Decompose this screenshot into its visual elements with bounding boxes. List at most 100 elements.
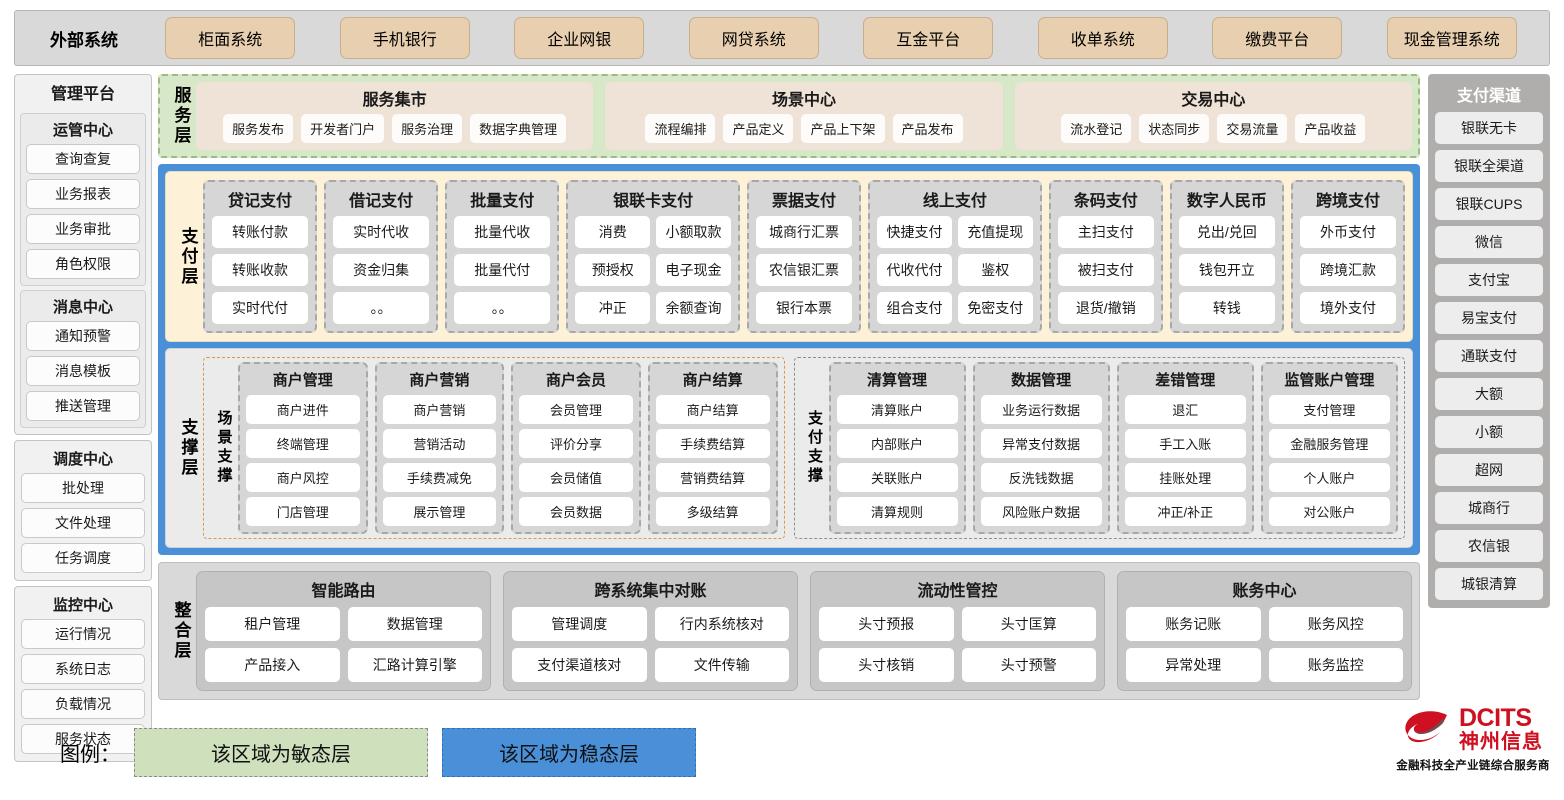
scene-support-item-1-2[interactable]: 手续费减免 (382, 463, 497, 492)
scene-support-item-0-1[interactable]: 终端管理 (246, 429, 360, 458)
pay-support-item-3-0[interactable]: 支付管理 (1268, 395, 1390, 424)
payment-item-1-0-0[interactable]: 实时代收 (333, 216, 430, 248)
scene-support-item-2-1[interactable]: 评价分享 (519, 429, 633, 458)
external-system-item-0[interactable]: 柜面系统 (165, 17, 296, 59)
service-item-0-0[interactable]: 服务发布 (223, 114, 294, 143)
integration-item-1-0-1[interactable]: 行内系统核对 (654, 607, 789, 641)
payment-item-3-0-0[interactable]: 消费 (575, 216, 651, 248)
management-item-2-0[interactable]: 批处理 (21, 473, 145, 503)
pay-support-item-1-3[interactable]: 风险账户数据 (980, 497, 1102, 526)
integration-item-2-0-0[interactable]: 头寸预报 (819, 607, 954, 641)
payment-item-5-1-1[interactable]: 鉴权 (957, 254, 1033, 286)
pay-support-item-3-3[interactable]: 对公账户 (1268, 497, 1390, 526)
pay-support-item-2-1[interactable]: 手工入账 (1124, 429, 1246, 458)
payment-item-4-0-0[interactable]: 城商行汇票 (755, 216, 853, 248)
pay-support-item-1-0[interactable]: 业务运行数据 (980, 395, 1102, 424)
integration-item-3-0-1[interactable]: 账务风控 (1268, 607, 1403, 641)
management-item-3-3[interactable]: 服务状态 (21, 724, 145, 754)
payment-item-1-1-0[interactable]: 资金归集 (333, 254, 430, 286)
payment-item-4-1-0[interactable]: 农信银汇票 (755, 254, 853, 286)
integration-item-3-1-1[interactable]: 账务监控 (1268, 648, 1403, 682)
integration-item-0-0-0[interactable]: 租户管理 (205, 607, 340, 641)
integration-item-3-0-0[interactable]: 账务记账 (1126, 607, 1261, 641)
management-item-1-0[interactable]: 通知预警 (26, 321, 140, 351)
payment-item-4-2-0[interactable]: 银行本票 (755, 292, 853, 324)
service-item-2-2[interactable]: 交易流量 (1217, 114, 1288, 143)
management-item-2-2[interactable]: 任务调度 (21, 543, 145, 573)
pay-support-item-3-2[interactable]: 个人账户 (1268, 463, 1390, 492)
pay-support-item-0-1[interactable]: 内部账户 (836, 429, 958, 458)
pay-support-item-0-3[interactable]: 清算规则 (836, 497, 958, 526)
pay-support-item-2-3[interactable]: 冲正/补正 (1124, 497, 1246, 526)
integration-item-3-1-0[interactable]: 异常处理 (1126, 648, 1261, 682)
payment-channel-item-1[interactable]: 银联全渠道 (1435, 150, 1543, 182)
management-item-0-2[interactable]: 业务审批 (26, 214, 140, 244)
payment-item-0-0-0[interactable]: 转账付款 (212, 216, 309, 248)
external-system-item-5[interactable]: 收单系统 (1037, 17, 1168, 59)
payment-item-0-2-0[interactable]: 实时代付 (212, 292, 309, 324)
scene-support-item-3-1[interactable]: 手续费结算 (655, 429, 770, 458)
payment-channel-item-11[interactable]: 农信银 (1435, 530, 1543, 562)
service-item-1-2[interactable]: 产品上下架 (801, 114, 885, 143)
service-item-0-1[interactable]: 开发者门户 (301, 114, 385, 143)
payment-channel-item-3[interactable]: 微信 (1435, 226, 1543, 258)
payment-channel-item-7[interactable]: 大额 (1435, 378, 1543, 410)
scene-support-item-1-3[interactable]: 展示管理 (382, 497, 497, 526)
external-system-item-3[interactable]: 网贷系统 (688, 17, 819, 59)
pay-support-item-1-2[interactable]: 反洗钱数据 (980, 463, 1102, 492)
management-item-3-1[interactable]: 系统日志 (21, 654, 145, 684)
payment-item-5-2-1[interactable]: 免密支付 (957, 292, 1033, 324)
payment-item-2-2-0[interactable]: 。。 (454, 292, 551, 324)
payment-item-3-1-1[interactable]: 电子现金 (656, 254, 731, 286)
payment-channel-item-4[interactable]: 支付宝 (1435, 264, 1543, 296)
integration-item-0-1-1[interactable]: 汇路计算引擎 (347, 648, 482, 682)
management-item-2-1[interactable]: 文件处理 (21, 508, 145, 538)
integration-item-0-1-0[interactable]: 产品接入 (205, 648, 340, 682)
external-system-item-1[interactable]: 手机银行 (339, 17, 470, 59)
scene-support-item-3-0[interactable]: 商户结算 (655, 395, 770, 424)
service-item-1-0[interactable]: 流程编排 (645, 114, 716, 143)
service-item-1-1[interactable]: 产品定义 (723, 114, 794, 143)
pay-support-item-0-2[interactable]: 关联账户 (836, 463, 958, 492)
payment-channel-item-6[interactable]: 通联支付 (1435, 340, 1543, 372)
scene-support-item-1-1[interactable]: 营销活动 (382, 429, 497, 458)
management-item-1-2[interactable]: 推送管理 (26, 391, 140, 421)
scene-support-item-2-2[interactable]: 会员储值 (519, 463, 633, 492)
payment-item-8-0-0[interactable]: 外币支付 (1299, 216, 1396, 248)
payment-item-5-0-1[interactable]: 充值提现 (957, 216, 1033, 248)
payment-item-5-2-0[interactable]: 组合支付 (877, 292, 952, 324)
service-item-2-0[interactable]: 流水登记 (1061, 114, 1132, 143)
integration-item-0-0-1[interactable]: 数据管理 (347, 607, 482, 641)
payment-item-5-0-0[interactable]: 快捷支付 (877, 216, 952, 248)
service-item-2-1[interactable]: 状态同步 (1139, 114, 1210, 143)
management-item-0-3[interactable]: 角色权限 (26, 249, 140, 279)
payment-item-7-0-0[interactable]: 兑出/兑回 (1178, 216, 1275, 248)
integration-item-2-1-0[interactable]: 头寸核销 (819, 648, 954, 682)
management-item-3-0[interactable]: 运行情况 (21, 619, 145, 649)
integration-item-2-1-1[interactable]: 头寸预警 (961, 648, 1096, 682)
integration-item-2-0-1[interactable]: 头寸匡算 (961, 607, 1096, 641)
scene-support-item-0-2[interactable]: 商户风控 (246, 463, 360, 492)
integration-item-1-1-0[interactable]: 支付渠道核对 (512, 648, 647, 682)
pay-support-item-2-0[interactable]: 退汇 (1124, 395, 1246, 424)
payment-item-2-1-0[interactable]: 批量代付 (454, 254, 551, 286)
external-system-item-6[interactable]: 缴费平台 (1212, 17, 1343, 59)
integration-item-1-1-1[interactable]: 文件传输 (654, 648, 789, 682)
scene-support-item-0-0[interactable]: 商户进件 (246, 395, 360, 424)
scene-support-item-2-3[interactable]: 会员数据 (519, 497, 633, 526)
payment-item-7-1-0[interactable]: 钱包开立 (1178, 254, 1275, 286)
payment-item-6-2-0[interactable]: 退货/撤销 (1057, 292, 1154, 324)
scene-support-item-0-3[interactable]: 门店管理 (246, 497, 360, 526)
pay-support-item-1-1[interactable]: 异常支付数据 (980, 429, 1102, 458)
scene-support-item-3-2[interactable]: 营销费结算 (655, 463, 770, 492)
payment-item-3-0-1[interactable]: 小额取款 (656, 216, 731, 248)
payment-channel-item-8[interactable]: 小额 (1435, 416, 1543, 448)
scene-support-item-1-0[interactable]: 商户营销 (382, 395, 497, 424)
management-item-0-1[interactable]: 业务报表 (26, 179, 140, 209)
payment-item-3-2-0[interactable]: 冲正 (575, 292, 651, 324)
payment-item-6-1-0[interactable]: 被扫支付 (1057, 254, 1154, 286)
service-item-0-3[interactable]: 数据字典管理 (470, 114, 567, 143)
payment-channel-item-5[interactable]: 易宝支付 (1435, 302, 1543, 334)
service-item-2-3[interactable]: 产品收益 (1295, 114, 1366, 143)
pay-support-item-0-0[interactable]: 清算账户 (836, 395, 958, 424)
